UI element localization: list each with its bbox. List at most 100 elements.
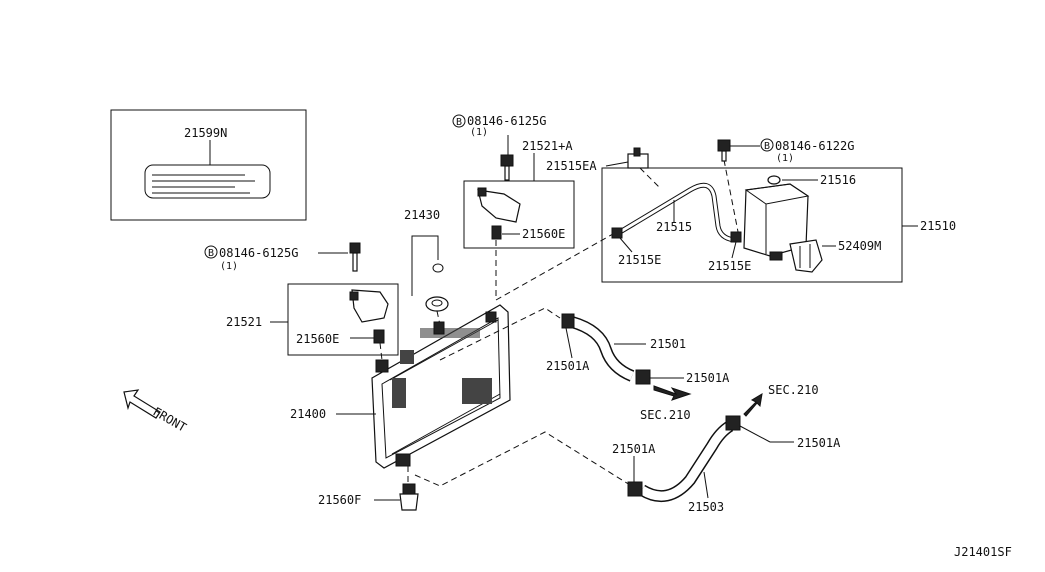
radiator-cap-icon — [425, 296, 449, 312]
dashed-link-lower-hose — [414, 431, 631, 487]
bolt-part-upper: 08146-6125G — [467, 114, 546, 128]
bolt-marker-right: B — [764, 141, 770, 152]
lower-mount-top — [402, 483, 416, 495]
hose-clamp-upper-1 — [561, 313, 575, 329]
bolt-shank-left — [352, 252, 358, 272]
bracket-icon-upper — [477, 189, 521, 223]
bolt-qty-right: (1) — [776, 153, 794, 164]
hose-clip-e-left-icon — [611, 227, 623, 239]
hose-clip-ea-tab — [633, 147, 641, 157]
part-label-21515E-left: 21515E — [618, 253, 661, 267]
part-label-21400: 21400 — [290, 407, 326, 421]
part-label-21501: 21501 — [650, 337, 686, 351]
leader-21501A-upper-1 — [565, 327, 573, 359]
bracket-box-upper — [463, 180, 575, 249]
radiator-hatch-4 — [420, 328, 480, 338]
dashed-connections — [414, 159, 741, 487]
reservoir-box — [601, 167, 903, 283]
flow-arrow-lower-right — [653, 385, 692, 401]
front-indicator: FRONT — [123, 389, 189, 435]
bolt-part-right: 08146-6122G — [775, 139, 854, 153]
lower-hose-inner — [639, 422, 733, 501]
bolt-part-left: 08146-6125G — [219, 246, 298, 260]
radiator-hatch-3 — [400, 350, 414, 364]
hose-clamp-upper-2 — [635, 369, 651, 385]
overflow-hose-inner — [619, 183, 735, 242]
radiator-hatch-2 — [392, 378, 406, 408]
reservoir-tank-outlet — [769, 251, 783, 261]
part-label-21560F: 21560F — [318, 493, 361, 507]
part-label-21501A-lower-2: 21501A — [797, 436, 841, 450]
reservoir-tank-top — [744, 183, 810, 205]
part-label-21599N: 21599N — [184, 126, 227, 140]
bracket-box-left — [287, 283, 399, 356]
caution-label-plate — [144, 164, 271, 199]
upper-hose-group: 21501A 21501 21501A SEC.210 — [546, 313, 730, 422]
radiator-filler-neck — [433, 321, 445, 335]
hose-clamp-lower-1 — [627, 481, 643, 497]
bolt-icon-left — [349, 242, 361, 254]
part-label-21515EA: 21515EA — [546, 159, 597, 173]
part-label-21501A-upper-2: 21501A — [686, 371, 730, 385]
bolt-marker-upper: B — [456, 117, 462, 128]
leader-21501A-lower-2 — [739, 425, 771, 443]
hose-clamp-lower-2 — [725, 415, 741, 431]
bracket-icon-left — [351, 289, 389, 323]
part-label-21521: 21521 — [226, 315, 262, 329]
radiator-tank-fitting — [375, 359, 389, 373]
radiator-hatch-1 — [462, 378, 492, 404]
dashed-link-left-bracket — [379, 342, 383, 361]
front-arrow-icon — [123, 389, 161, 419]
part-label-21560E-left: 21560E — [296, 332, 339, 346]
hose-clip-e-right-icon — [730, 231, 742, 243]
leader-21430 — [411, 235, 439, 296]
bolt-shank-right — [721, 150, 727, 162]
bolt-icon-upper — [500, 154, 514, 167]
bracket-group-left: B 08146-6125G (1) 21521 21560E — [204, 242, 399, 361]
mount-rubber-icon-upper — [491, 225, 502, 240]
dashed-link-reservoir — [495, 229, 621, 301]
part-label-21516: 21516 — [820, 173, 856, 187]
part-label-21501A-lower-1: 21501A — [612, 442, 656, 456]
part-label-21515E-right: 21515E — [708, 259, 751, 273]
upper-hose-inner — [570, 317, 634, 381]
lower-mount-icon — [399, 493, 419, 511]
part-label-21521A: 21521+A — [522, 139, 573, 153]
leader-21515EA — [605, 161, 629, 167]
radiator-cap-center — [431, 299, 443, 307]
bolt-shank-upper — [504, 165, 510, 181]
bracket-group-upper: B 08146-6125G (1) 21521+A 21560E — [452, 114, 575, 300]
radiator-group: 21400 21560F — [290, 304, 511, 511]
radiator-drain — [395, 453, 411, 467]
radiator-icon — [371, 304, 511, 469]
bolt-marker-left: B — [208, 248, 214, 259]
bolt-qty-upper: (1) — [470, 127, 488, 138]
sec210-lower: SEC.210 — [640, 408, 691, 422]
part-label-21510: 21510 — [920, 219, 956, 233]
bracket-nut-left — [349, 291, 359, 301]
part-label-21430: 21430 — [404, 208, 440, 222]
label-inset: 21599N — [110, 109, 307, 221]
bracket-nut-upper — [477, 187, 487, 197]
leader-21515E-left — [619, 237, 633, 253]
bolt-marker-circle-right — [760, 138, 774, 152]
cap-seal-icon — [432, 263, 444, 273]
radiator-cap-group: 21430 — [404, 208, 449, 326]
sec210-upper: SEC.210 — [768, 383, 819, 397]
flow-arrow-upper-right — [743, 393, 763, 417]
leader-21515E-right — [731, 241, 737, 259]
front-label: FRONT — [151, 404, 189, 434]
dashed-link-clip-ea — [639, 167, 661, 189]
bolt-marker-circle-upper — [452, 114, 466, 128]
bolt-icon-right — [717, 139, 731, 152]
part-label-21503: 21503 — [688, 500, 724, 514]
reservoir-group: 21510 21515 21515EA 21515E 21515E 21516 … — [546, 138, 956, 283]
reservoir-cap-icon — [767, 175, 781, 185]
bolt-marker-circle-left — [204, 245, 218, 259]
part-label-21560E-upper: 21560E — [522, 227, 565, 241]
leader-21503 — [703, 471, 709, 499]
inset-frame — [110, 109, 307, 221]
radiator-outlet — [485, 311, 497, 323]
